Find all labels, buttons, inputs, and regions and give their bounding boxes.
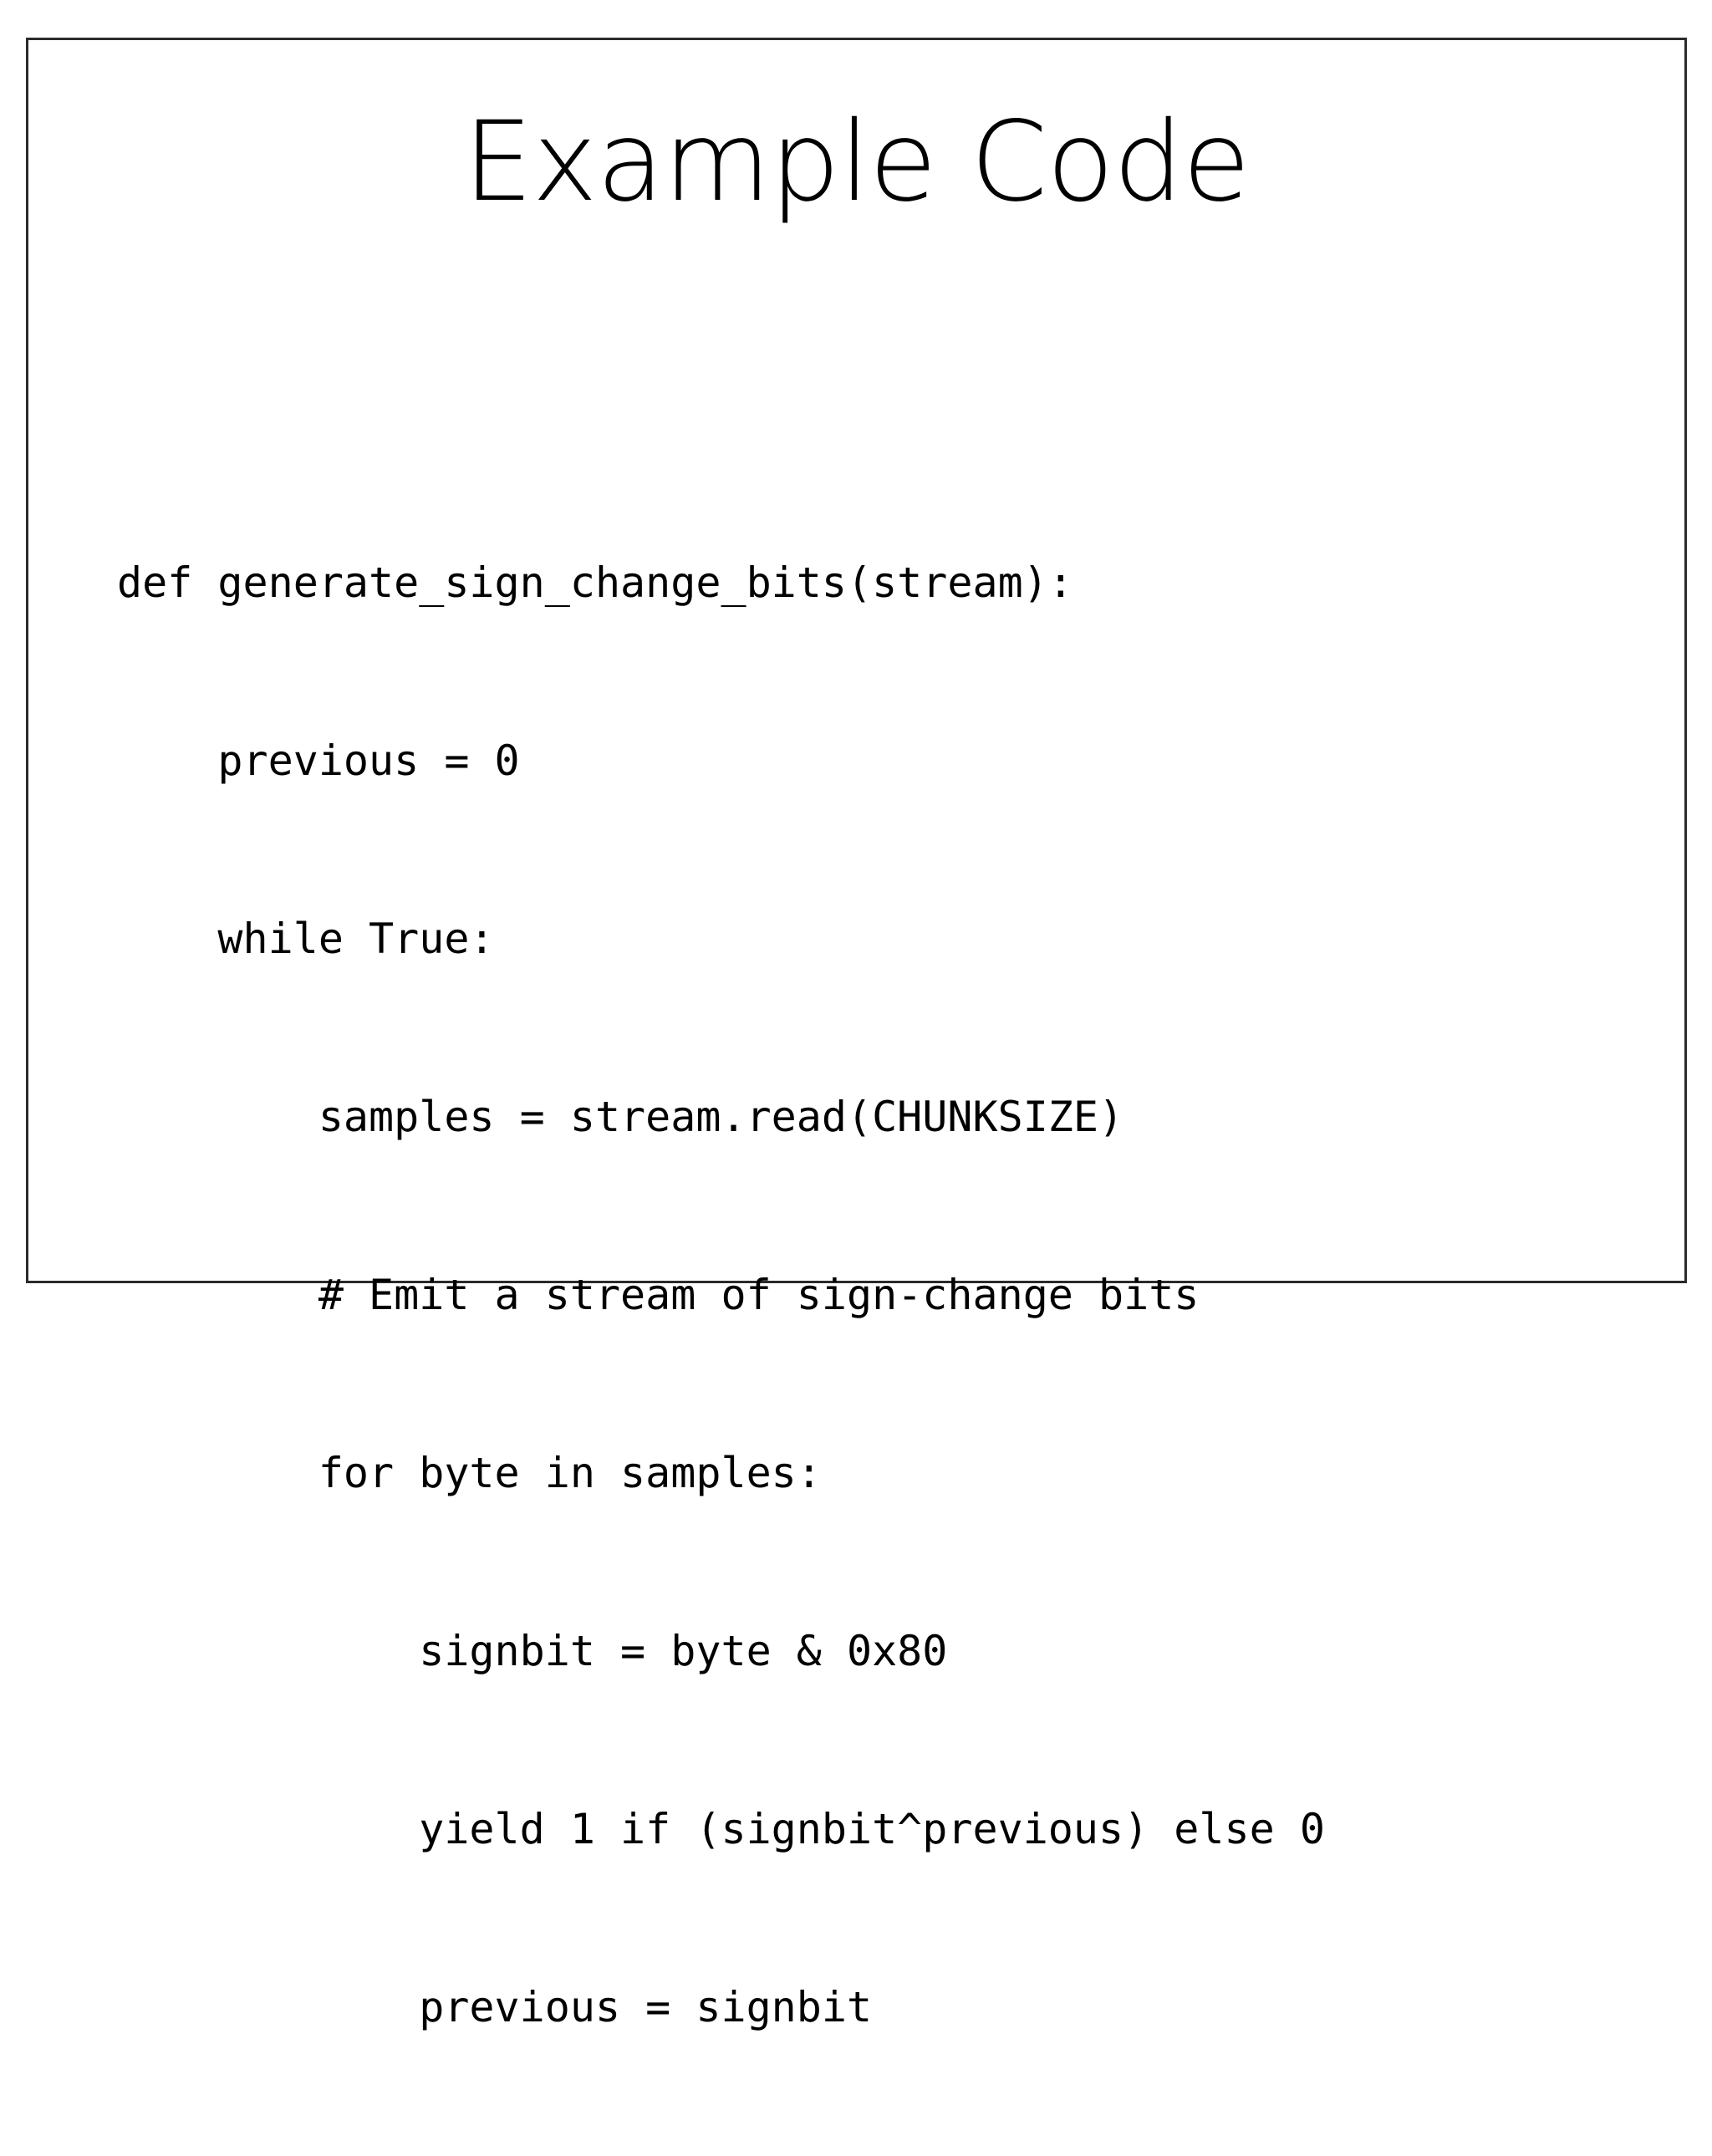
slide: Example Code def generate_sign_change_bi… bbox=[26, 38, 1687, 2031]
code-line: # Emit a stream of sign-change bits bbox=[117, 1271, 1200, 1319]
code-block: def generate_sign_change_bits(stream): p… bbox=[117, 435, 1638, 2156]
code-line: def generate_sign_change_bits(stream): bbox=[117, 558, 1073, 607]
slide-border-frame bbox=[26, 38, 1687, 1283]
code-line: while True: bbox=[117, 915, 495, 963]
code-line: signbit = byte & 0x80 bbox=[117, 1627, 948, 1675]
code-line: yield 1 if (signbit^previous) else 0 bbox=[117, 1805, 1325, 1853]
code-line: previous = signbit bbox=[117, 1983, 873, 2031]
code-line: samples = stream.read(CHUNKSIZE) bbox=[117, 1093, 1124, 1141]
code-line: for byte in samples: bbox=[117, 1449, 822, 1497]
page-title: Example Code bbox=[463, 98, 1251, 227]
code-line: previous = 0 bbox=[117, 737, 520, 785]
